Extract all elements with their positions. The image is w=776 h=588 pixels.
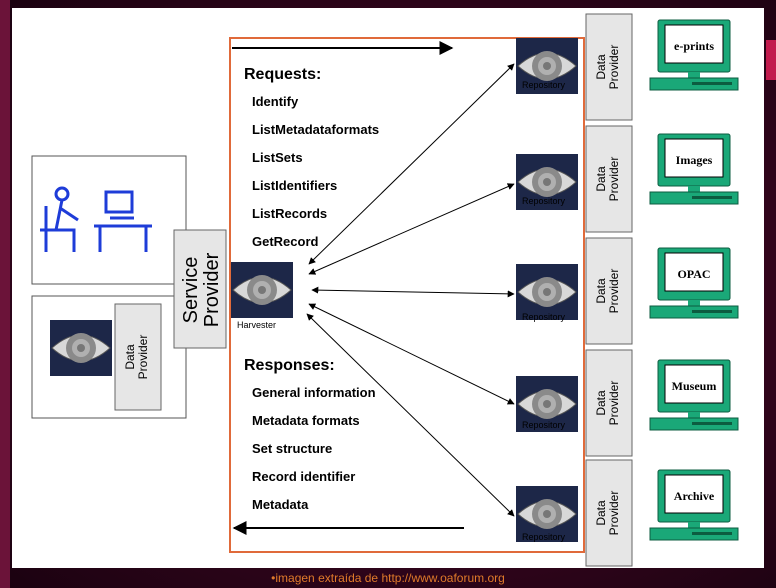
request-item: ListMetadataformats	[252, 122, 379, 137]
dp-line-1: Data	[594, 278, 608, 304]
dp-line-1: Data	[594, 54, 608, 80]
dp-line-1: Data	[594, 390, 608, 416]
response-item: Metadata formats	[252, 413, 360, 428]
repository-row-2: Repository Data Provider Images	[515, 125, 739, 233]
request-item: ListRecords	[252, 206, 327, 221]
request-item: GetRecord	[252, 234, 319, 249]
image-credit-caption: •imagen extraída de http://www.oaforum.o…	[271, 571, 505, 585]
data-provider-box	[585, 125, 633, 233]
eye-icon	[49, 319, 113, 377]
dp-line-2: Provider	[607, 381, 621, 426]
repository-label: Repository	[522, 312, 566, 322]
decor-stripe-left	[0, 0, 10, 588]
computer-icon	[649, 133, 739, 205]
user-box	[31, 155, 187, 285]
repository-screen-label: e-prints	[674, 39, 714, 53]
harvester-label: Harvester	[237, 320, 276, 330]
response-item: Metadata	[252, 497, 309, 512]
repository-screen-label: OPAC	[677, 267, 710, 281]
repository-screen-label: Archive	[674, 489, 715, 503]
repository-label: Repository	[522, 196, 566, 206]
local-dp-line-2: Provider	[136, 335, 150, 380]
response-item: Record identifier	[252, 469, 355, 484]
local-data-provider	[114, 303, 162, 411]
protocol-frame	[229, 37, 585, 553]
local-dp-line-1: Data	[123, 344, 137, 370]
response-item: Set structure	[252, 441, 332, 456]
diagram-panel: Data Provider Service Provider Harvester…	[12, 8, 764, 568]
responses-title: Responses:	[244, 357, 335, 374]
response-item: General information	[252, 385, 376, 400]
request-item: ListIdentifiers	[252, 178, 337, 193]
data-provider-box	[585, 349, 633, 457]
data-provider-box	[585, 13, 633, 121]
dp-line-2: Provider	[607, 491, 621, 536]
repository-label: Repository	[522, 532, 566, 542]
oai-pmh-diagram: Data Provider Service Provider Harvester…	[31, 13, 739, 567]
harvest-arrow-5	[306, 313, 515, 517]
data-provider-box	[585, 237, 633, 345]
repository-row-5: Repository Data Provider Archive	[515, 459, 739, 567]
data-provider-box	[585, 459, 633, 567]
dp-line-1: Data	[594, 166, 608, 192]
request-item: ListSets	[252, 150, 303, 165]
dp-line-2: Provider	[607, 157, 621, 202]
harvest-arrow-2	[308, 183, 515, 275]
service-provider-line-1: Service	[180, 257, 202, 324]
harvest-arrow-3	[311, 286, 515, 298]
harvester-eye-icon	[230, 261, 294, 319]
repository-label: Repository	[522, 420, 566, 430]
user-at-desk-icon	[40, 186, 152, 252]
repository-screen-label: Museum	[672, 379, 717, 393]
requests-title: Requests:	[244, 66, 321, 83]
repository-row-1: Repository Data Provider e-prints	[515, 13, 739, 121]
dp-line-1: Data	[594, 500, 608, 526]
computer-icon	[649, 359, 739, 431]
computer-icon	[649, 19, 739, 91]
repository-label: Repository	[522, 80, 566, 90]
service-provider-line-2: Provider	[201, 252, 223, 327]
decor-stripe-right	[766, 40, 776, 80]
request-item: Identify	[252, 94, 299, 109]
harvest-arrow-1	[308, 63, 515, 265]
service-provider-box	[173, 229, 227, 349]
repository-row-3: Repository Data Provider OPAC	[515, 237, 739, 345]
repository-row-4: Repository Data Provider Museum	[515, 349, 739, 457]
repository-screen-label: Images	[676, 153, 713, 167]
dp-line-2: Provider	[607, 269, 621, 314]
computer-icon	[649, 469, 739, 541]
computer-icon	[649, 247, 739, 319]
dp-line-2: Provider	[607, 45, 621, 90]
